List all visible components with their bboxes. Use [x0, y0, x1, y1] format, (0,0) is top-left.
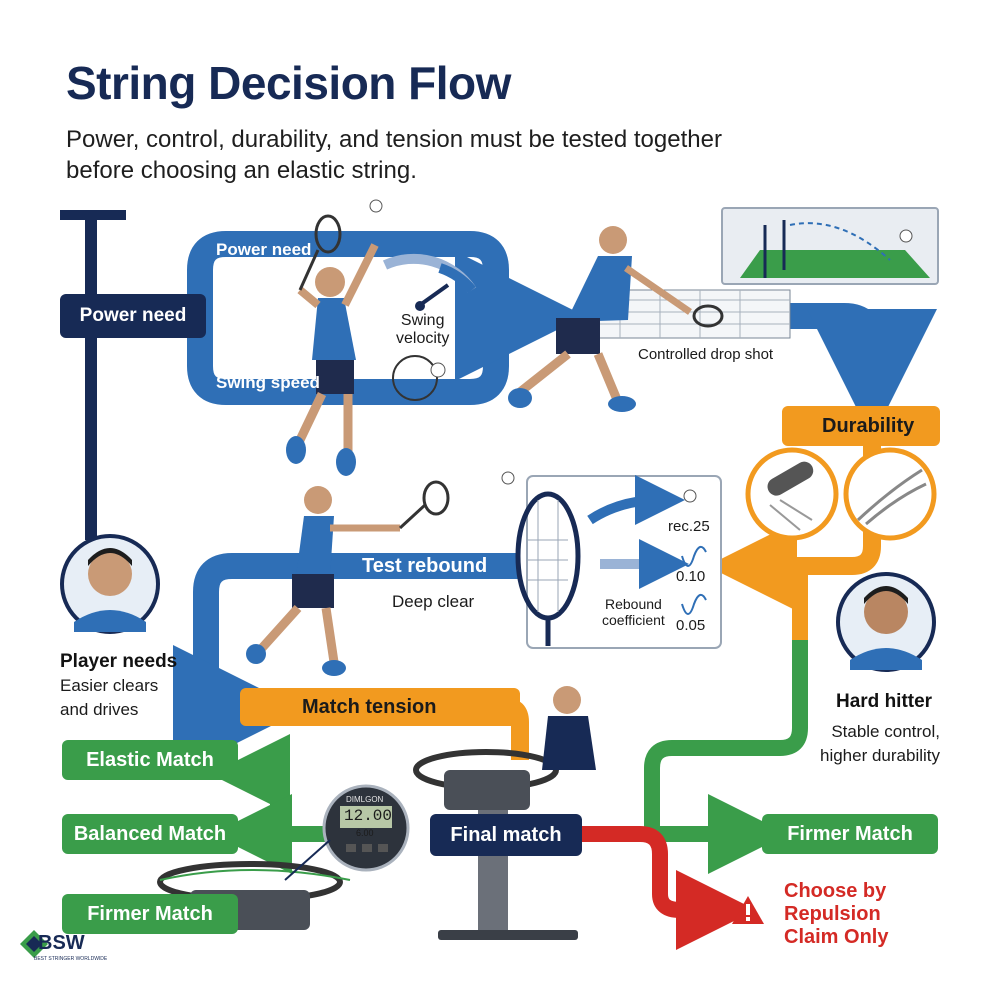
firmer-match-right-label: Firmer Match	[787, 822, 913, 845]
hard-hitter-title: Hard hitter	[836, 691, 933, 712]
final-match-label: Final match	[450, 823, 562, 846]
gauge-sub-value: 6.00	[356, 828, 374, 838]
repulsion-line-3: Claim Only	[784, 926, 889, 948]
durability-icons	[745, 447, 937, 541]
green-from-hitter-path	[644, 640, 808, 834]
gauge-header: DIMLGON	[346, 795, 384, 804]
hard-hitter-line-1: Stable control,	[831, 722, 940, 741]
gauge-value: 12.00	[344, 807, 393, 825]
swing-velocity-gauge	[382, 253, 477, 401]
page-subtitle: Power, control, durability, and tension …	[66, 124, 826, 186]
bsw-logo-tagline: BEST STRINGER WORLDWIDE	[34, 956, 108, 962]
match-tension-label: Match tension	[302, 695, 437, 718]
hard-hitter-line-2: higher durability	[819, 746, 940, 765]
subtitle-line-1: Power, control, durability, and tension …	[66, 126, 722, 153]
rebound-line-2: coefficient	[602, 612, 665, 628]
swing-velocity-label: Swing velocity	[396, 312, 449, 348]
balanced-match-box: Balanced Match	[62, 814, 238, 854]
final-match-box: Final match	[430, 814, 582, 856]
drop-to-durability-arrow	[790, 303, 937, 439]
repulsion-line-2: Repulsion	[784, 903, 881, 925]
hard-hitter-block: Hard hitter Stable control, higher durab…	[790, 690, 940, 768]
durability-badge: Durability	[782, 406, 940, 446]
player-needs-title: Player needs	[60, 651, 178, 672]
match-tension-badge: Match tension	[240, 688, 520, 726]
power-need-box-label: Power need	[79, 305, 187, 326]
player-avatar	[60, 534, 160, 634]
controlled-drop-shot-label: Controlled drop shot	[638, 346, 774, 363]
power-need-box: Power need	[60, 294, 206, 338]
repulsion-warning-text: Choose by Repulsion Claim Only	[784, 880, 888, 949]
balanced-match-label: Balanced Match	[73, 822, 227, 845]
test-rebound-arrow	[173, 553, 520, 775]
swing-velocity-line-1: Swing	[400, 312, 445, 329]
power-need-loop-label: Power need	[216, 240, 312, 259]
firmer-match-right-box: Firmer Match	[762, 814, 938, 854]
drop-shot-player-illustration	[508, 226, 791, 412]
player-needs-block: Player needs Easier clears and drives	[60, 650, 177, 722]
rebound-line-1: Rebound	[604, 596, 662, 612]
bsw-logo-mark	[20, 930, 48, 958]
durability-orange-path	[707, 440, 881, 611]
player-needs-line-1: Easier clears	[60, 676, 159, 695]
court-inset	[721, 207, 939, 285]
rebound-value-3: 0.05	[676, 617, 706, 634]
subtitle-line-2: before choosing an elastic string.	[66, 157, 417, 184]
navy-spine	[60, 210, 126, 540]
rebound-coefficient-label: Rebound coefficient	[602, 596, 665, 628]
test-rebound-label: Test rebound	[362, 555, 488, 577]
firmer-match-left-box: Firmer Match	[62, 894, 238, 934]
durability-label: Durability	[822, 414, 915, 437]
hard-hitter-avatar	[836, 572, 936, 672]
elastic-match-box: Elastic Match	[62, 740, 238, 780]
firmer-match-left-label: Firmer Match	[87, 902, 213, 925]
tension-gauge	[284, 784, 410, 881]
player-needs-line-2: and drives	[60, 700, 139, 719]
bsw-logo-text: BSW	[38, 932, 85, 954]
rebound-panel	[515, 475, 722, 649]
clear-player-illustration	[246, 471, 515, 676]
swing-speed-label: Swing speed	[216, 373, 320, 392]
repulsion-line-1: Choose by	[784, 880, 887, 902]
elastic-match-label: Elastic Match	[86, 748, 214, 771]
swing-velocity-line-2: velocity	[396, 330, 450, 347]
rebound-value-1: rec.25	[668, 518, 710, 535]
page-title: String Decision Flow	[66, 57, 511, 109]
deep-clear-label: Deep clear	[392, 592, 475, 611]
red-repulsion-path	[582, 826, 756, 950]
repulsion-warning-icon	[732, 896, 764, 924]
smash-player-illustration	[286, 199, 383, 476]
rebound-value-2: 0.10	[676, 568, 706, 585]
green-to-elastic	[210, 734, 290, 834]
